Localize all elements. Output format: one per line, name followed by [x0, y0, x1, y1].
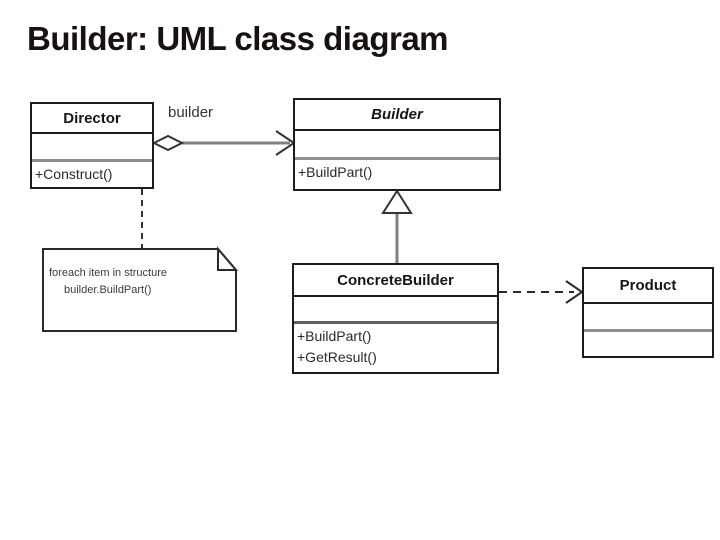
generalization-connector — [381, 189, 413, 263]
class-box-director: Director +Construct() — [30, 102, 154, 189]
dependency-connector — [499, 280, 584, 304]
note-body — [42, 248, 237, 332]
methods-compartment: +BuildPart() — [295, 160, 499, 189]
class-name-header: Director — [32, 104, 152, 134]
attributes-compartment — [32, 134, 152, 162]
attributes-compartment — [584, 304, 712, 332]
methods-compartment: +Construct() — [32, 162, 152, 187]
uml-note-shape — [42, 246, 239, 332]
generalization-triangle-icon — [381, 189, 413, 214]
method-label: +Construct() — [35, 166, 113, 182]
class-box-product: Product — [582, 267, 714, 358]
attributes-compartment — [294, 297, 497, 324]
aggregation-connector — [151, 130, 296, 156]
note-line: builder.BuildPart() — [64, 284, 152, 296]
attributes-compartment — [295, 131, 499, 160]
aggregation-diamond-icon — [151, 134, 185, 152]
method-label: +GetResult() — [297, 349, 377, 365]
method-label: +BuildPart() — [297, 328, 372, 344]
class-name-header: Builder — [295, 100, 499, 131]
class-box-builder: Builder +BuildPart() — [293, 98, 501, 191]
method-label: +BuildPart() — [298, 164, 373, 180]
page-title: Builder: UML class diagram — [27, 20, 449, 57]
class-box-concretebuilder: ConcreteBuilder +BuildPart() +GetResult(… — [292, 263, 499, 374]
association-role-label: builder — [168, 104, 214, 121]
note-line: foreach item in structure — [49, 267, 167, 279]
methods-compartment — [584, 332, 712, 356]
class-name-header: ConcreteBuilder — [294, 265, 497, 297]
methods-compartment: +BuildPart() +GetResult() — [294, 324, 497, 372]
uml-note-text: foreach item in structure builder.BuildP… — [49, 265, 229, 299]
class-name-header: Product — [584, 269, 712, 304]
note-fold-icon — [217, 246, 239, 271]
